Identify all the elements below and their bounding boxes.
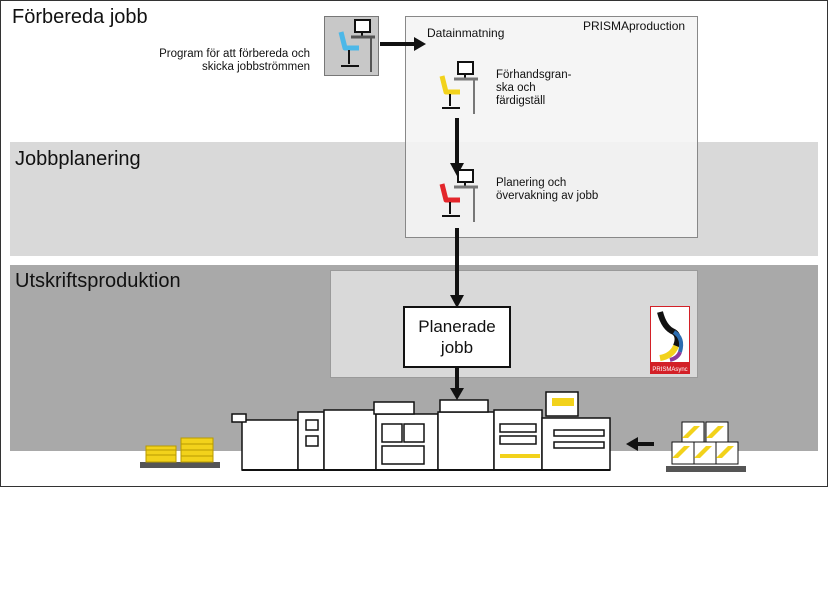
prisma-production-box [405, 16, 698, 238]
preview-label: Förhandsgran- ska och färdigställ [496, 69, 572, 107]
prisma-production-label: PRISMAproduction [583, 19, 686, 33]
scheduled-jobs-box: Planerade jobb [403, 306, 511, 368]
planning-label: Planering och övervakning av jobb [496, 177, 599, 202]
section-title-planning: Jobbplanering [15, 148, 141, 170]
program-label: Program för att förbereda och skicka job… [159, 48, 310, 73]
client-workstation-box [324, 16, 379, 76]
scheduled-jobs-label: Planerade jobb [418, 317, 496, 357]
prismasync-logo-text: PRISMAsync [652, 367, 687, 373]
section-title-production: Utskriftsproduktion [15, 270, 181, 292]
prismasync-logo-icon: PRISMAsync [649, 305, 691, 375]
prisma-sync-box [330, 270, 698, 378]
section-title-prepare: Förbereda jobb [12, 6, 148, 28]
data-input-label: Datainmatning [427, 26, 505, 40]
